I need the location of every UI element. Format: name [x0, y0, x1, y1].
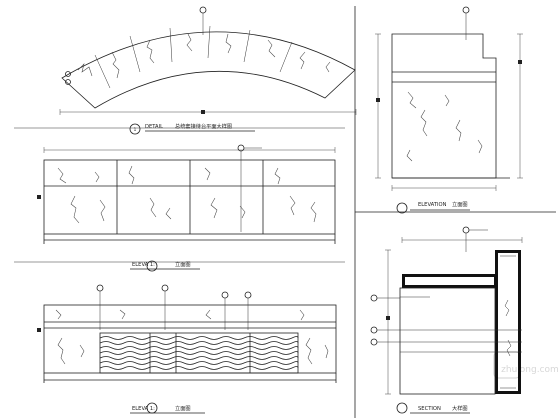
sheet-frame	[14, 6, 556, 418]
callout-bubble	[221, 291, 229, 299]
index-circle	[65, 79, 71, 85]
top-view-title-block: 1 DETAIL 总统套接待台平面大样图	[129, 122, 255, 135]
section-cut-fill	[402, 250, 521, 394]
view-number-circle	[129, 123, 141, 135]
view-title: 立面图	[175, 260, 191, 268]
view-title: 立面图	[452, 200, 468, 208]
view-number-circle	[146, 260, 158, 272]
callout-bubble	[370, 338, 378, 346]
front-elevation-view	[37, 144, 336, 244]
view-number-circle	[396, 402, 408, 414]
dimension-marker	[37, 328, 41, 332]
view-title: 总统套接待台平面大样图	[175, 122, 232, 130]
callout-bubble	[96, 284, 104, 292]
callout-bubble	[462, 6, 470, 14]
view-scale: ELEVA 1:	[132, 406, 155, 412]
curved-top-view	[59, 6, 357, 115]
wave-panel-group	[99, 332, 299, 374]
view-number-circle	[396, 202, 408, 214]
front-elevation-title-block: ELEVA 1: 立面图	[130, 260, 200, 272]
side-elevation-view	[375, 6, 523, 191]
callout-bubble	[370, 294, 378, 302]
view-scale: SECTION	[418, 406, 441, 412]
side-elevation-title-block: ELEVATION 立面图	[396, 200, 470, 214]
view-number: 1	[134, 127, 137, 132]
section-detail-view	[370, 226, 523, 395]
back-elevation-view	[37, 284, 337, 383]
view-title: 立面图	[175, 404, 191, 412]
marble-veins-top	[77, 33, 331, 79]
dimension-marker	[201, 110, 205, 114]
callout-bubble	[161, 284, 169, 292]
section-callout-bubble	[199, 6, 207, 14]
callout-bubble	[244, 291, 252, 299]
callout-bubble	[370, 326, 378, 334]
index-circle	[65, 71, 71, 77]
marble-veins-back	[55, 309, 329, 365]
marble-veins-front	[57, 165, 317, 224]
view-title: 大样图	[452, 404, 468, 412]
view-scale: DETAIL	[145, 124, 163, 130]
dimension-marker	[376, 98, 380, 102]
back-elevation-title-block: ELEVA 1: 立面图	[130, 402, 205, 414]
marble-veins-side	[406, 91, 483, 162]
callout-bubble	[462, 226, 470, 234]
watermark: zhulong.com	[493, 351, 559, 379]
dimension-marker	[386, 316, 390, 320]
view-scale: ELEVATION	[418, 202, 447, 208]
dimension-marker	[37, 195, 41, 199]
view-scale: ELEVA 1:	[132, 262, 155, 268]
dimension-marker	[518, 60, 522, 64]
watermark-text: zhulong.com	[501, 365, 559, 375]
section-title-block: SECTION 大样图	[396, 402, 470, 414]
